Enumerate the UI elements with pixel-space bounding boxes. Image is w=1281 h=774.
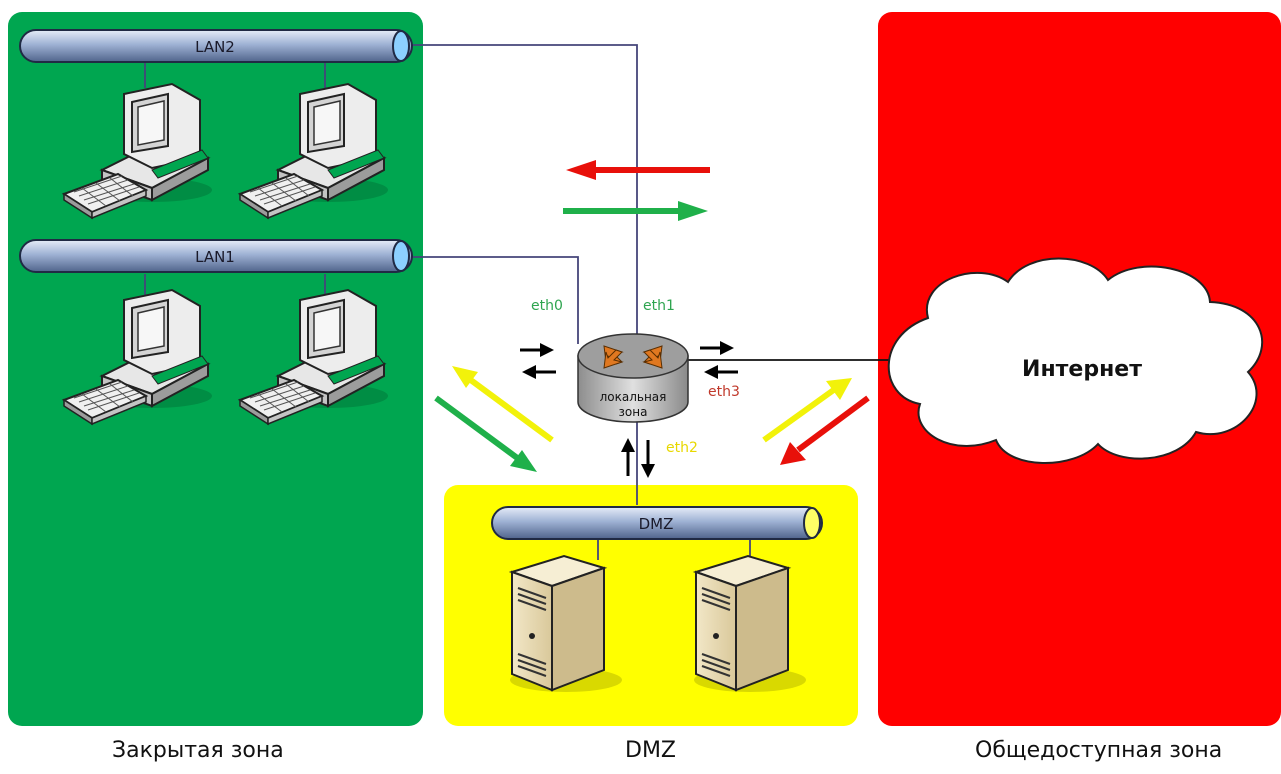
lan2-label: LAN2 [195, 38, 235, 56]
eth0-label: eth0 [531, 298, 563, 314]
router-label-line1: локальная [600, 390, 667, 404]
lan1-label: LAN1 [195, 248, 235, 266]
router-label-line2: зона [619, 405, 648, 419]
router-arrows [518, 339, 740, 478]
lan1-bus: LAN1 [19, 239, 413, 273]
cloud-icon: Интернет [887, 257, 1264, 464]
dmz-bus-label: DMZ [639, 515, 674, 533]
traffic-arrows [434, 160, 870, 472]
public-zone-caption: Общедоступная зона [975, 738, 1223, 763]
eth1-label: eth1 [643, 298, 675, 314]
eth2-label: eth2 [666, 440, 698, 456]
dmz-zone-caption: DMZ [625, 738, 676, 763]
internet-label: Интернет [1022, 357, 1142, 382]
router-icon: локальная зона [577, 333, 689, 423]
closed-zone-caption: Закрытая зона [112, 738, 284, 763]
lan2-bus: LAN2 [19, 29, 413, 63]
dmz-bus: DMZ [491, 506, 823, 540]
eth3-label: eth3 [708, 384, 740, 400]
link-lines [144, 44, 890, 560]
